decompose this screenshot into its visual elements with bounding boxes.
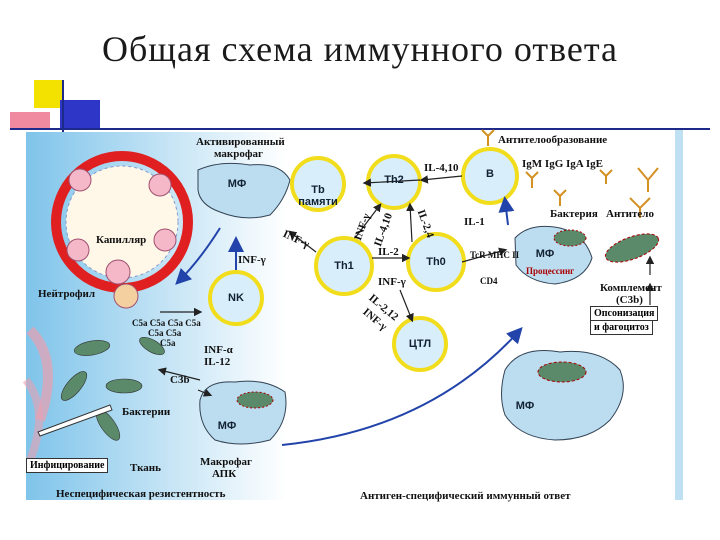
opsonization-label-2: и фагоцитоз — [590, 320, 653, 335]
complement-label-2: (C3b) — [616, 294, 643, 306]
c5a-row-2: C5a C5a — [148, 328, 182, 338]
decor-line-horizontal — [10, 128, 710, 130]
processing-label: Процессинг — [526, 266, 575, 276]
activated-macrophage-label-2: макрофаг — [214, 148, 263, 160]
macrophage-apk-label-1: Макрофаг — [200, 456, 252, 468]
th1-label: Th1 — [334, 260, 354, 272]
mf-apc-label: МФ — [535, 248, 555, 260]
activated-macrophage-label-1: Активированный — [196, 136, 285, 148]
il12-left-label: IL-12 — [204, 356, 231, 368]
decor-square-blue — [60, 100, 100, 128]
antibody-formation-label: Антителообразование — [498, 134, 608, 146]
macrophage-apk-label-2: АПК — [212, 468, 237, 480]
decor-square-pink — [10, 112, 50, 128]
il410-label: IL-4,10 — [424, 162, 459, 174]
th2-label: Th2 — [384, 174, 404, 186]
mf-bottom-left-label: МФ — [217, 420, 237, 432]
activated-macrophage-shape — [197, 162, 291, 219]
capillary — [51, 151, 193, 309]
complement-label-1: Комплемент — [600, 282, 662, 294]
c5a-row-1: C5a C5a C5a C5a — [132, 318, 201, 328]
b-cell-label: B — [486, 168, 494, 180]
decor-line-vertical — [62, 80, 64, 132]
c5a-row-3: C5a — [160, 338, 176, 348]
il2-label: IL-2 — [378, 246, 399, 258]
inf-gamma-mid-label: INF-γ — [378, 276, 406, 288]
tissue-label: Ткань — [130, 462, 161, 474]
il1-label: IL-1 — [464, 216, 485, 228]
infection-label: Инфицирование — [26, 458, 109, 473]
cd4-label: CD4 — [480, 276, 498, 286]
bacteria-left-label: Бактерии — [122, 406, 171, 418]
antibody-right-label: Антитело — [606, 208, 654, 220]
mf-top-label: МФ — [227, 178, 247, 190]
ctl-label: ЦТЛ — [408, 338, 432, 350]
tcr-mhc-label: TcR MHC II — [470, 250, 520, 260]
capillary-label: Капилляр — [96, 234, 147, 246]
right-strip — [675, 130, 683, 500]
mf-bottom-right-label: МФ — [515, 400, 535, 412]
th0-label: Th0 — [426, 256, 446, 268]
neutrophil-label: Нейтрофил — [38, 288, 96, 300]
immunoglobulins-label: IgM IgG IgA IgE — [522, 158, 603, 170]
tb-memory-label-1: Tb — [311, 184, 325, 196]
c3b-label: C3b — [170, 374, 190, 386]
opsonization-label-1: Опсонизация — [590, 306, 659, 321]
nonspecific-label: Неспецифическая резистентность — [56, 488, 226, 500]
bacterium-right-label: Бактерия — [550, 208, 598, 220]
tb-memory-label-2: памяти — [298, 196, 338, 208]
bacteria-left — [60, 336, 165, 441]
inf-gamma-left-label: INF-γ — [238, 254, 266, 266]
decor-square-yellow — [34, 80, 62, 108]
page-title: Общая схема иммунного ответа — [101, 29, 619, 69]
inf-alpha-label: INF-α — [204, 344, 233, 356]
nk-cell-label: NK — [228, 292, 244, 304]
specific-label: Антиген-специфический иммунный ответ — [360, 490, 571, 502]
